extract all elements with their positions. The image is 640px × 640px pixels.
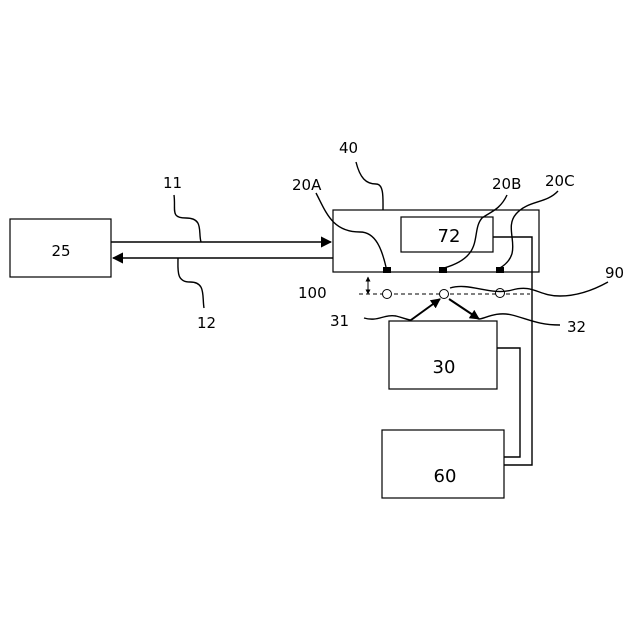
point-circle-right (496, 289, 505, 298)
arrow-31 (411, 299, 440, 320)
label-12: 12 (197, 314, 216, 332)
block-60-label: 60 (434, 466, 457, 487)
leader-11 (174, 195, 201, 242)
leader-31 (364, 316, 411, 320)
block-25: 25 (10, 219, 111, 277)
label-31: 31 (330, 312, 349, 330)
point-circle-center (440, 290, 449, 299)
label-100: 100 (298, 284, 327, 302)
label-20b: 20B (492, 175, 521, 193)
label-20c: 20C (545, 172, 575, 190)
block-30: 30 (389, 321, 497, 389)
label-90: 90 (605, 264, 624, 282)
label-11: 11 (163, 174, 182, 192)
label-20a: 20A (292, 176, 322, 194)
block-72-label: 72 (438, 226, 461, 247)
point-circle-left (383, 290, 392, 299)
label-40: 40 (339, 139, 358, 157)
sensor-20a (383, 267, 391, 273)
leader-12 (178, 258, 204, 308)
block-25-label: 25 (51, 242, 70, 260)
block-30-label: 30 (433, 357, 456, 378)
leader-40 (356, 162, 383, 210)
arrow-32 (449, 299, 479, 319)
label-32: 32 (567, 318, 586, 336)
block-60: 60 (382, 430, 504, 498)
